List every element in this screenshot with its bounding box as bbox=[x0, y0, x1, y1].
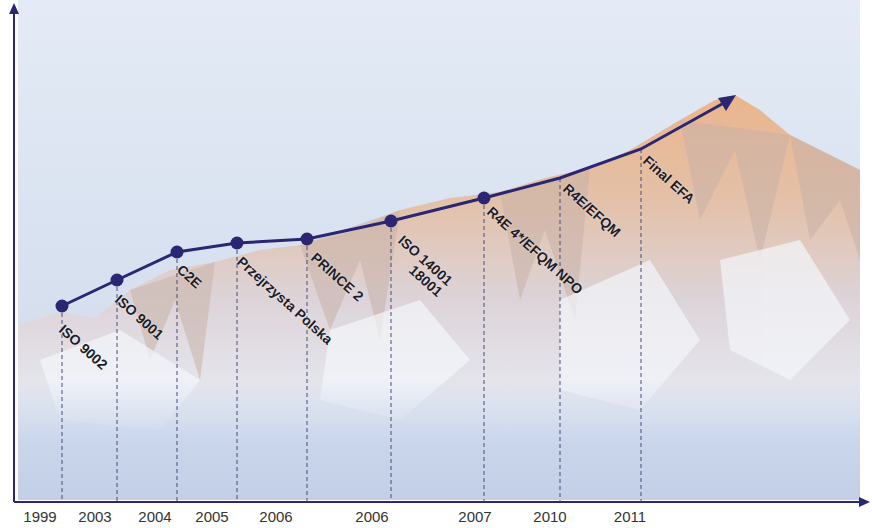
milestone-label: ISO 14001 18001 bbox=[379, 228, 455, 300]
milestone-label: ISO 9001 bbox=[112, 292, 166, 343]
year-label: 2005 bbox=[195, 508, 228, 525]
year-label: 2010 bbox=[533, 508, 566, 525]
year-guides bbox=[62, 149, 641, 502]
year-label: 2011 bbox=[614, 508, 646, 525]
y-axis-arrow bbox=[9, 3, 19, 14]
y-axis bbox=[13, 12, 15, 502]
year-label: 2007 bbox=[458, 508, 491, 525]
x-axis-arrow bbox=[859, 497, 870, 507]
valley-haze bbox=[18, 380, 860, 500]
milestone-label: PRINCE 2 bbox=[308, 250, 366, 305]
year-label: 2006 bbox=[355, 508, 388, 525]
mountain bbox=[18, 95, 860, 500]
year-label: 1999 bbox=[23, 508, 56, 525]
rock-ridges bbox=[130, 120, 860, 380]
milestone-label: R4E 4*/EFQM NPO bbox=[484, 204, 586, 298]
sky bbox=[18, 0, 860, 500]
milestone-label: Final EFA bbox=[640, 153, 698, 207]
year-label: 2006 bbox=[259, 508, 292, 525]
milestone-label: R4E/EFQM bbox=[560, 181, 623, 240]
year-label: 2004 bbox=[138, 508, 171, 525]
year-label: 2003 bbox=[78, 508, 111, 525]
progress-line bbox=[62, 104, 722, 306]
progress-arrow bbox=[718, 95, 736, 111]
milestone-label: ISO 9002 bbox=[56, 322, 110, 373]
x-axis bbox=[14, 501, 860, 503]
milestone-label: C2E bbox=[174, 262, 205, 292]
